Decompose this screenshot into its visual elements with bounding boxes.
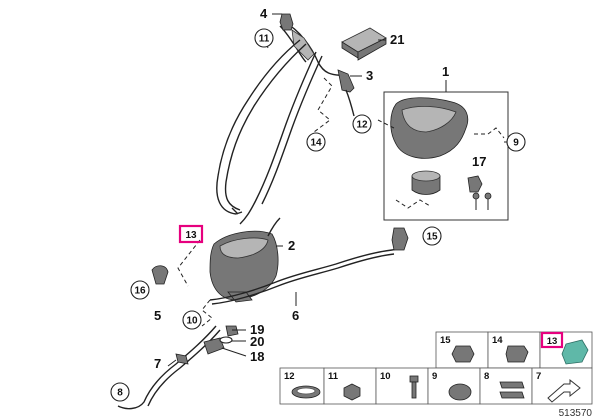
routing-dash-4 <box>201 299 213 327</box>
bracket-17-part <box>467 175 483 193</box>
routing-dash-1 <box>313 77 333 133</box>
fitting-19-part <box>225 325 239 337</box>
routing-dash-3 <box>177 239 201 287</box>
catalog-num-7: 7 <box>536 371 541 382</box>
hose-connector-15 <box>391 227 409 251</box>
callout-10-circle <box>182 310 202 330</box>
callout-15: 15 <box>426 232 438 243</box>
callout-11: 11 <box>259 34 270 45</box>
callout-10: 10 <box>186 316 198 327</box>
callout-20: 20 <box>250 334 264 349</box>
catalog-num-10: 10 <box>380 371 391 382</box>
callout-18: 18 <box>250 349 264 364</box>
callout-14-circle <box>306 132 326 152</box>
callouts: 4 21 3 1 2 6 5 7 17 19 20 18 11 12 14 9 … <box>110 6 526 402</box>
filler-hose-assembly <box>216 13 355 225</box>
callout-13-highlight <box>178 224 204 244</box>
callout-9-circle <box>506 132 526 152</box>
connector-3-part <box>337 69 355 93</box>
callout-21: 21 <box>390 32 404 47</box>
footer-number: 513570 <box>559 408 593 419</box>
catalog-13-highlight <box>540 331 564 349</box>
filler-neck-part <box>279 13 294 31</box>
callout-16: 16 <box>134 286 146 297</box>
catalog-num-8: 8 <box>484 371 489 382</box>
callout-12-circle <box>352 114 372 134</box>
callout-1: 1 <box>442 64 449 79</box>
arrow-icon <box>547 378 581 403</box>
catalog-num-12: 12 <box>284 371 295 382</box>
clip-16-part <box>151 265 169 285</box>
callout-4: 4 <box>260 6 268 21</box>
callout-11-circle <box>254 28 274 48</box>
catalog-num-11: 11 <box>328 371 339 382</box>
callout-5: 5 <box>154 308 161 323</box>
sensor-18-part <box>203 337 225 355</box>
clip-7-part <box>175 353 189 365</box>
connector-13-part <box>561 339 589 365</box>
callout-3: 3 <box>366 68 373 83</box>
callout-12: 12 <box>356 120 368 131</box>
callout-16-circle <box>130 280 150 300</box>
callout-6: 6 <box>292 308 299 323</box>
hose-8 <box>117 325 217 410</box>
callout-14: 14 <box>310 138 322 149</box>
callout-17: 17 <box>472 154 486 169</box>
callout-9: 9 <box>513 138 519 149</box>
callout-8-circle <box>110 382 130 402</box>
catalog-num-15: 15 <box>440 335 451 346</box>
catalog-num-9: 9 <box>432 371 437 382</box>
tank-part-2 <box>209 217 281 303</box>
callout-15-circle <box>422 226 442 246</box>
oring-20-part <box>219 336 233 344</box>
callout-8: 8 <box>117 388 123 399</box>
callout-7: 7 <box>154 356 161 371</box>
catalog-panel: 15 14 13 12 11 10 9 8 7 513570 <box>279 331 593 419</box>
valve-part <box>291 29 315 61</box>
routing-dash-2 <box>377 119 395 129</box>
control-module-21 <box>341 27 387 61</box>
pump-assembly-box <box>383 91 509 221</box>
catalog-cell-10 <box>375 367 429 405</box>
hose-6-inner <box>211 253 395 305</box>
callout-13: 13 <box>185 230 197 241</box>
callout-2: 2 <box>288 238 295 253</box>
catalog-num-14: 14 <box>492 335 503 346</box>
catalog-num-13: 13 <box>547 336 558 347</box>
callout-19: 19 <box>250 322 264 337</box>
